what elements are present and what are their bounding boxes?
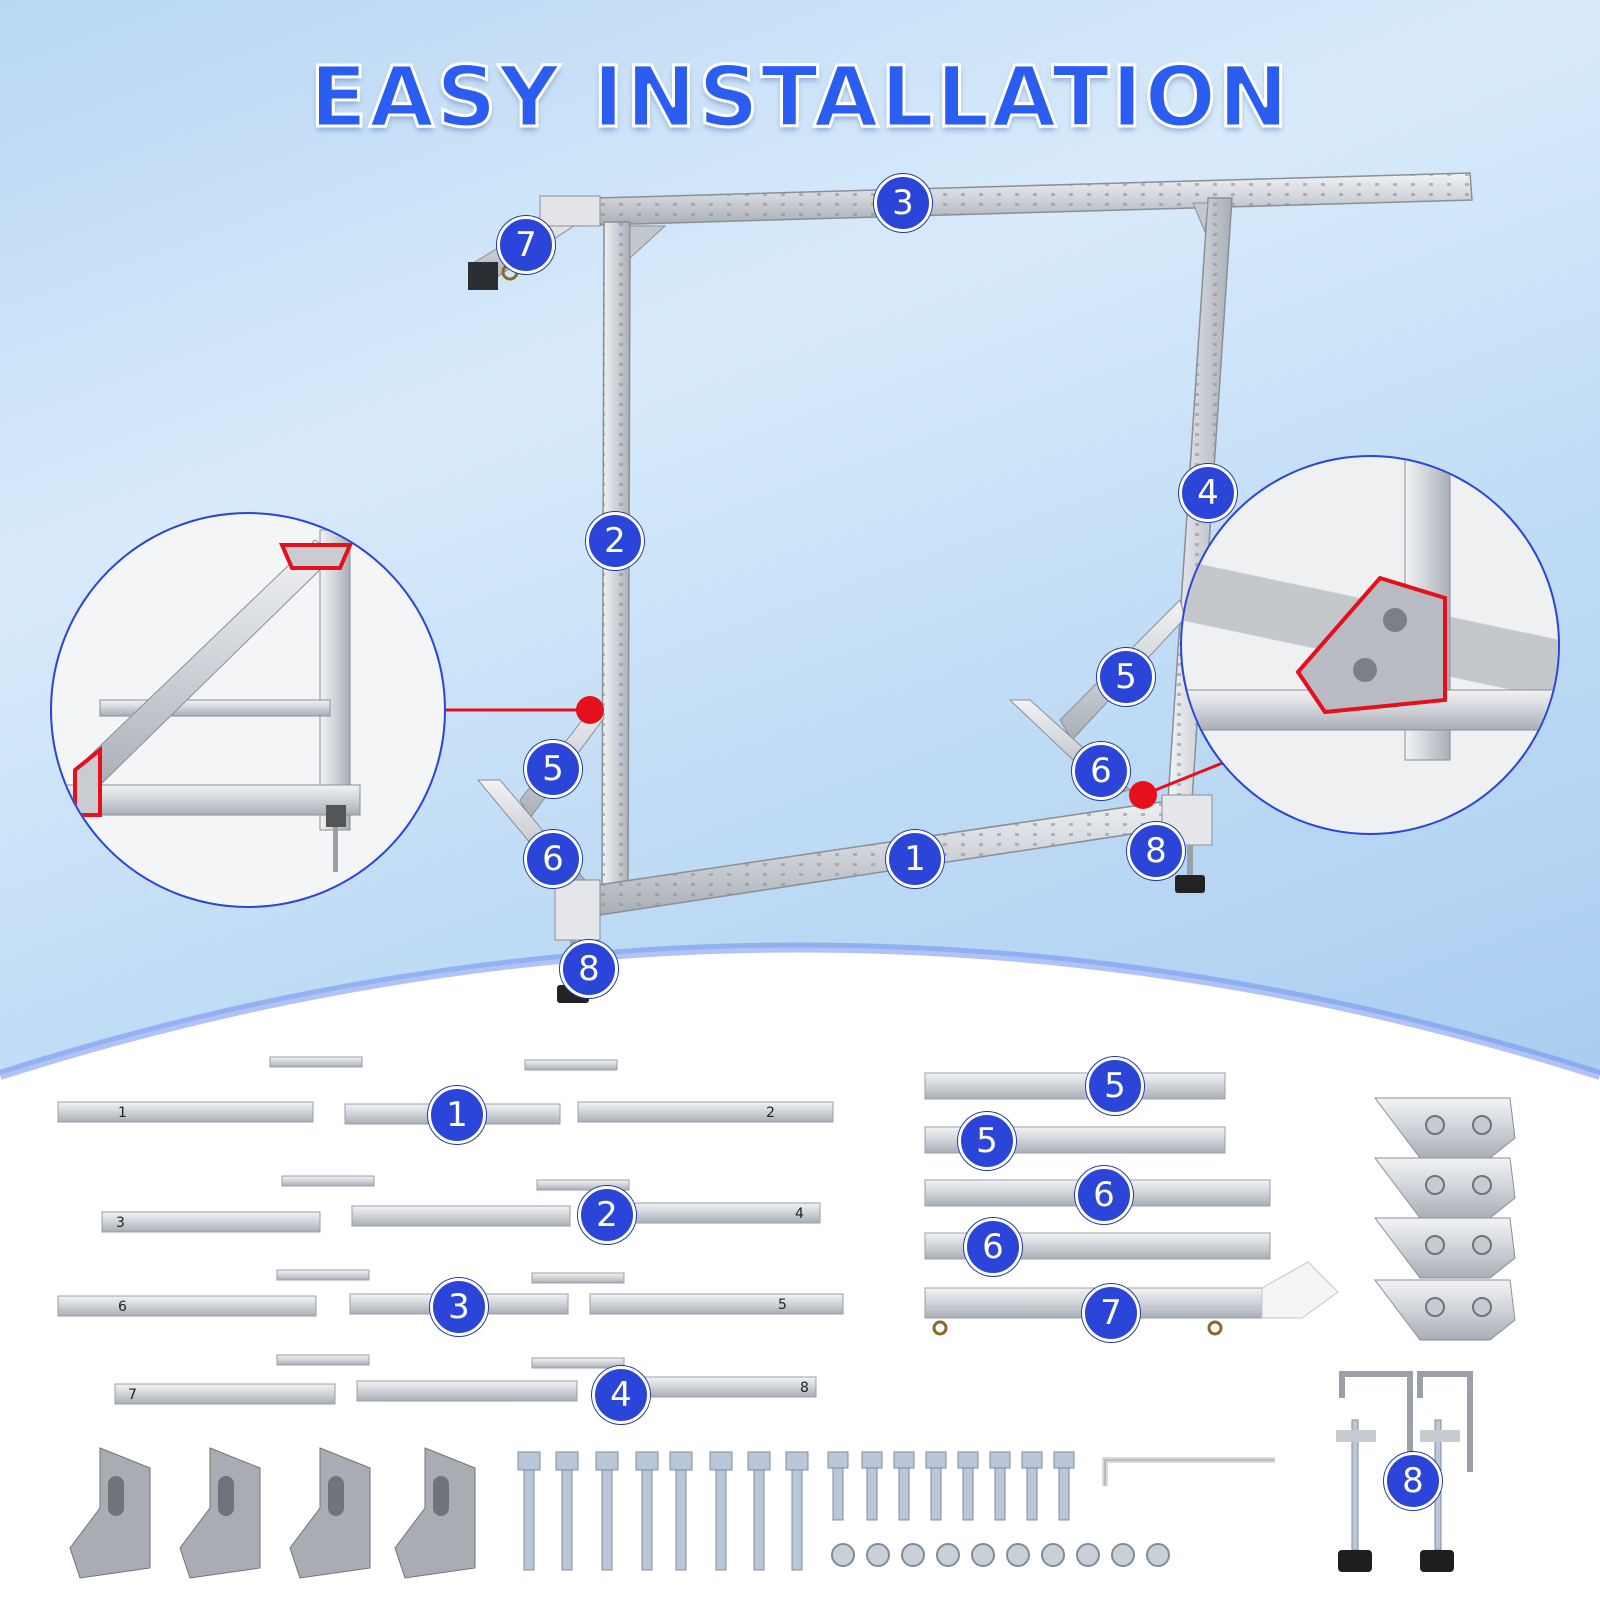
detail-leaders — [445, 696, 1231, 809]
callout-7: 7 — [497, 216, 555, 274]
parts-rails — [57, 1056, 844, 1405]
stamp-7: 7 — [128, 1387, 137, 1403]
page-title: EASY INSTALLATION — [308, 47, 1291, 148]
callout-2: 2 — [586, 512, 644, 570]
stamp-6: 6 — [118, 1299, 127, 1315]
nut-icon — [831, 1543, 1170, 1567]
part-label-5b: 5 — [958, 1112, 1016, 1170]
callout-1: 1 — [886, 830, 944, 888]
callout-6-right: 6 — [1072, 742, 1130, 800]
part-label-4: 4 — [592, 1366, 650, 1424]
callout-3: 3 — [874, 174, 932, 232]
callout-5-right: 5 — [1097, 648, 1155, 706]
callout-8-right: 8 — [1127, 822, 1185, 880]
stamp-3: 3 — [116, 1215, 125, 1231]
callout-6-left: 6 — [524, 830, 582, 888]
callout-4: 4 — [1179, 464, 1237, 522]
stamp-8: 8 — [800, 1380, 809, 1396]
part-label-1: 1 — [428, 1086, 486, 1144]
callout-8-left: 8 — [560, 940, 618, 998]
right-zoom-detail — [1180, 455, 1560, 835]
gusset-plate-icon — [1374, 1097, 1516, 1341]
stamp-2: 2 — [766, 1105, 775, 1121]
clamp-icon — [1336, 1371, 1473, 1572]
hex-key-icon — [1102, 1457, 1275, 1486]
stamp-5: 5 — [778, 1297, 787, 1313]
part-label-5a: 5 — [1086, 1057, 1144, 1115]
part-label-3: 3 — [430, 1278, 488, 1336]
part-label-6a: 6 — [1075, 1166, 1133, 1224]
stamp-4: 4 — [795, 1206, 804, 1222]
corner-bracket-icon — [69, 1447, 476, 1579]
part-label-2: 2 — [578, 1186, 636, 1244]
bolt-icon — [517, 1451, 1075, 1571]
stamp-1: 1 — [118, 1105, 127, 1121]
part-label-8: 8 — [1384, 1452, 1442, 1510]
part-label-6b: 6 — [964, 1218, 1022, 1276]
callout-5-left: 5 — [524, 740, 582, 798]
left-zoom-detail — [50, 512, 446, 908]
part-label-7: 7 — [1082, 1284, 1140, 1342]
